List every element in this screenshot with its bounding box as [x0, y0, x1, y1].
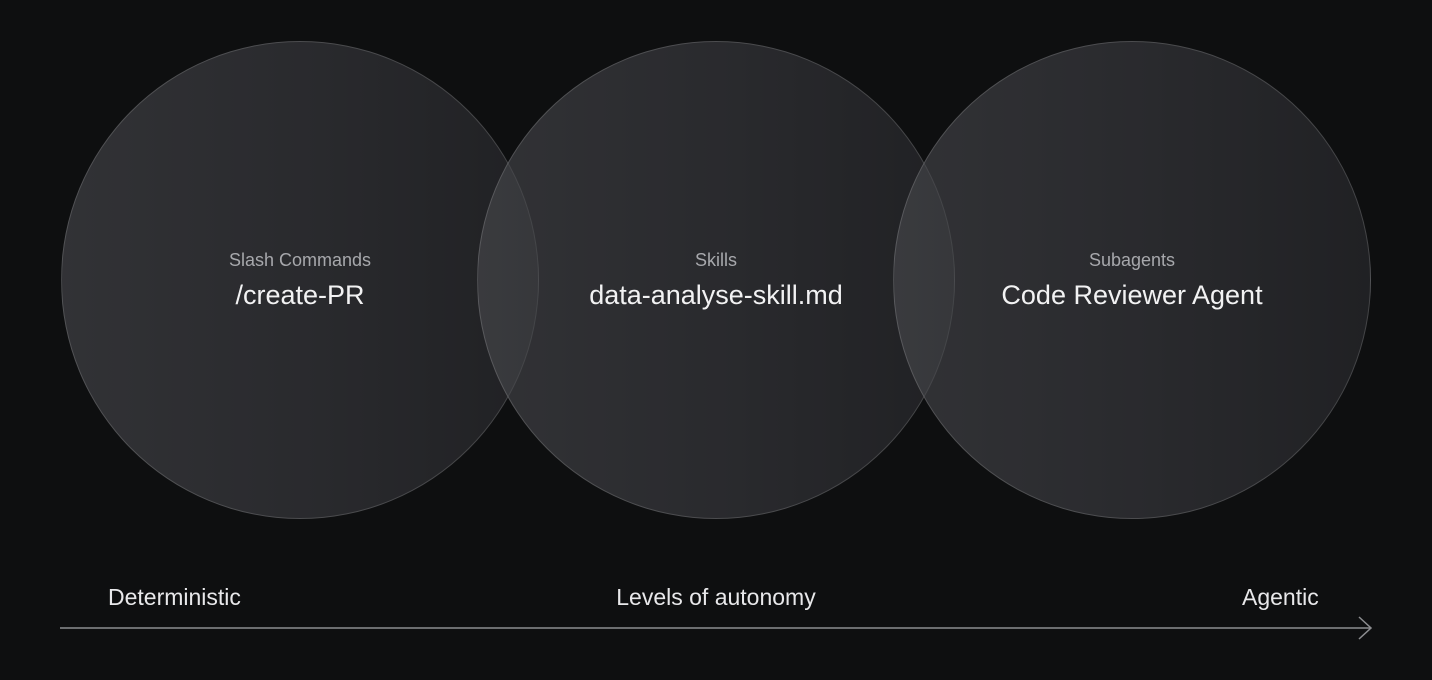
axis-title: Levels of autonomy — [616, 584, 816, 610]
arrowhead-icon — [1358, 616, 1373, 640]
axis-arrow — [60, 616, 1373, 640]
axis-right-label: Agentic — [1242, 584, 1319, 610]
axis-left-label: Deterministic — [108, 584, 241, 610]
circle-subagents — [893, 41, 1371, 519]
circle-skills — [477, 41, 955, 519]
circle-slash-commands — [61, 41, 539, 519]
